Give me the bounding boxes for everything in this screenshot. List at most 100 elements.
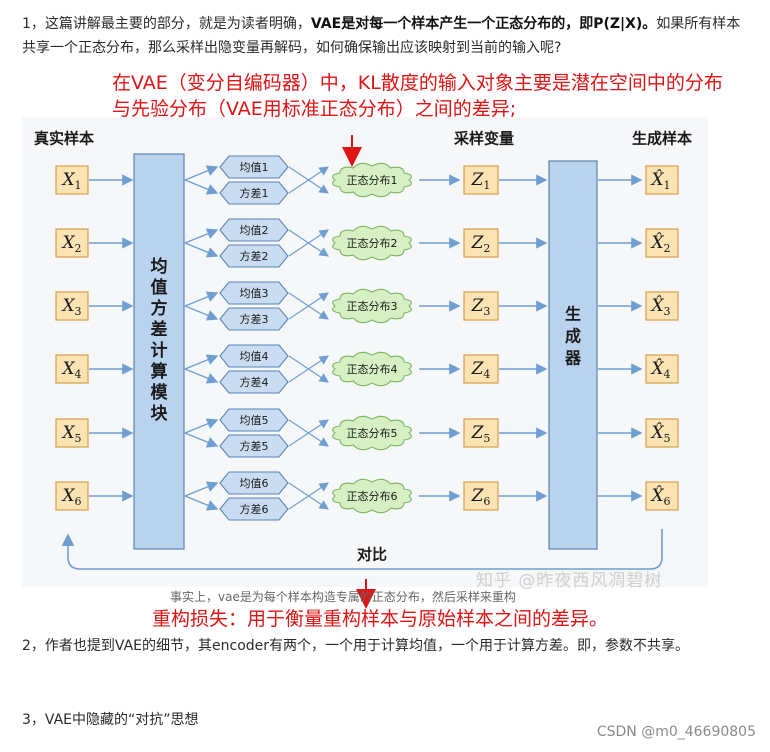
output-sample-box <box>645 165 679 195</box>
mean-variance-module-char: 均 <box>151 256 168 277</box>
latent-box <box>463 481 499 511</box>
normal-distribution-cloud <box>332 351 412 387</box>
paragraph-1: 1，这篇讲解最主要的部分，就是为读者明确，VAE是对每一个样本产生一个正态分布的… <box>22 12 742 60</box>
distribution-label: 正态分布3 <box>347 300 398 313</box>
output-sample-label: X̂5 <box>649 423 670 445</box>
generator-module-char: 器 <box>564 349 582 368</box>
arrow-to-variance <box>184 432 219 448</box>
normal-distribution-cloud <box>332 478 412 514</box>
output-sample-box <box>645 354 679 384</box>
latent-box <box>463 291 499 321</box>
mean-variance-module-char: 方 <box>151 298 168 319</box>
arrow-var-to-dist <box>288 482 329 510</box>
mean-hexagon <box>219 471 289 495</box>
arrow-to-variance <box>184 495 219 511</box>
variance-hexagon <box>219 181 289 205</box>
output-sample-label: X̂3 <box>649 296 670 318</box>
variance-hexagon <box>219 497 289 521</box>
latent-box <box>463 228 499 258</box>
normal-distribution-cloud <box>332 225 412 261</box>
annotation-kl-line-2: 与先验分布（VAE用标准正态分布）之间的差异; <box>112 98 517 120</box>
variance-label: 方差3 <box>240 312 269 326</box>
arrow-to-variance <box>184 305 219 321</box>
paragraph-1-suffix: 如果所有样本共享一个正态分布，那么采样出隐变量再解码，如何确保输出应该映射到当前… <box>22 16 741 56</box>
paragraph-1-prefix: 1，这篇讲解最主要的部分，就是为读者明确， <box>22 16 311 32</box>
mean-hexagon <box>219 218 289 242</box>
comparison-loop-arrow <box>61 529 663 570</box>
arrow-to-variance <box>184 368 219 384</box>
latent-label: Z2 <box>471 233 491 255</box>
annotation-kl-divergence: 在VAE（变分自编码器）中，KL散度的输入对象主要是潜在空间中的分布 与先验分布… <box>112 70 762 122</box>
distribution-label: 正态分布2 <box>347 237 398 250</box>
input-sample-label: X3 <box>60 296 81 318</box>
arrow-to-mean <box>184 354 219 370</box>
arrow-var-to-dist <box>288 419 329 447</box>
normal-distribution-cloud <box>332 288 412 324</box>
header-sampled-variables: 采样变量 <box>453 130 514 148</box>
input-sample-box <box>55 228 89 258</box>
distribution-label: 正态分布1 <box>347 174 398 187</box>
latent-label: Z5 <box>471 423 491 445</box>
variance-label: 方差4 <box>240 375 269 389</box>
annotation-reconstruction-loss: 重构损失：用于衡量重构样本与原始样本之间的差异。 <box>152 608 609 630</box>
normal-distribution-cloud <box>332 415 412 451</box>
variance-hexagon <box>219 244 289 268</box>
generator-module-char: 成 <box>565 327 581 346</box>
arrow-to-mean <box>184 228 219 244</box>
distribution-label: 正态分布6 <box>347 490 398 503</box>
input-sample-box <box>55 165 89 195</box>
variance-hexagon <box>219 434 289 458</box>
output-sample-label: X̂1 <box>649 170 670 192</box>
arrow-to-mean <box>184 481 219 497</box>
header-generated-samples: 生成样本 <box>632 130 692 148</box>
arrow-var-to-dist <box>288 292 329 320</box>
input-sample-box <box>55 354 89 384</box>
mean-variance-module-char: 差 <box>151 319 168 340</box>
variance-hexagon <box>219 370 289 394</box>
distribution-label: 正态分布5 <box>347 427 398 440</box>
arrow-to-variance <box>184 179 219 195</box>
arrow-var-to-dist <box>288 229 329 257</box>
mean-variance-module-char: 值 <box>151 277 168 298</box>
variance-hexagon <box>219 307 289 331</box>
generator-module-char: 生 <box>565 305 581 324</box>
latent-label: Z1 <box>471 170 491 192</box>
input-sample-box <box>55 418 89 448</box>
output-sample-label: X̂2 <box>649 233 670 255</box>
mean-label: 均值1 <box>240 161 269 174</box>
variance-label: 方差5 <box>240 439 269 453</box>
latent-box <box>463 418 499 448</box>
paragraph-3: 3，VAE中隐藏的“对抗”思想 <box>22 712 199 728</box>
mean-variance-module-char: 模 <box>151 382 169 403</box>
arrow-to-mean <box>184 165 219 181</box>
latent-label: Z3 <box>471 296 491 318</box>
mean-label: 均值4 <box>240 350 269 363</box>
mean-label: 均值3 <box>240 287 269 300</box>
input-sample-label: X5 <box>60 423 81 445</box>
mean-hexagon <box>219 155 289 179</box>
paragraph-2: 2，作者也提到VAE的细节，其encoder有两个，一个用于计算均值，一个用于计… <box>22 638 690 654</box>
input-sample-label: X4 <box>60 359 81 381</box>
variance-label: 方差2 <box>240 249 269 263</box>
input-sample-label: X6 <box>60 486 81 508</box>
input-sample-box <box>55 481 89 511</box>
arrow-to-variance <box>184 242 219 258</box>
output-sample-box <box>645 291 679 321</box>
row-3: X3 均值3 方差3 正态分布3 Z3 X̂3 <box>55 281 679 331</box>
output-sample-box <box>645 228 679 258</box>
mean-label: 均值6 <box>240 477 269 490</box>
arrow-to-mean <box>184 291 219 307</box>
mean-hexagon <box>219 281 289 305</box>
input-sample-label: X2 <box>60 233 81 255</box>
watermark-text: 知乎 @昨夜西风凋碧树 <box>476 571 663 591</box>
variance-label: 方差6 <box>240 502 269 516</box>
paragraph-1-bold: VAE是对每一个样本产生一个正态分布的，即P(Z|X)。 <box>310 16 657 32</box>
header-real-samples: 真实样本 <box>34 130 94 148</box>
mean-hexagon <box>219 408 289 432</box>
mean-variance-module-char: 计 <box>151 340 168 361</box>
